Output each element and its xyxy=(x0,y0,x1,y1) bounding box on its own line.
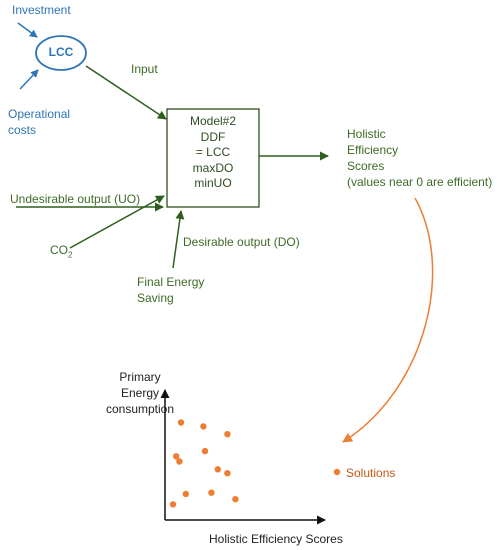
scatter-point-3 xyxy=(224,431,231,438)
scatter-point-8 xyxy=(224,470,231,477)
model-box-line: DDF xyxy=(200,129,226,144)
scatter-point-12 xyxy=(169,501,177,508)
y-axis-label-line2: Energy xyxy=(120,386,160,400)
legend-dot xyxy=(333,468,341,476)
scatter-point-11 xyxy=(232,496,239,503)
scatter-point-10 xyxy=(208,489,215,496)
investment-label: Investment xyxy=(12,3,71,17)
scatter-point-9 xyxy=(182,490,189,498)
holistic-label-line2: Efficiency xyxy=(347,143,399,157)
co2-subscript: 2 xyxy=(68,250,73,260)
model-box-line: Model#2 xyxy=(189,114,237,128)
holistic-label-line1: Holistic xyxy=(347,127,386,141)
scatter-point-4 xyxy=(173,453,180,460)
model-box-line: maxDO xyxy=(192,160,234,175)
undesirable-output-label: Undesirable output (UO) xyxy=(10,192,141,206)
model-box-text: Model#2 DDF = LCC maxDO minUO xyxy=(168,114,258,192)
legend-label: Solutions xyxy=(346,466,396,480)
operational-costs-label-line1: Operational xyxy=(8,107,71,121)
scatter-point-7 xyxy=(214,466,221,473)
co2-arrow xyxy=(69,195,165,249)
scatter-points xyxy=(169,419,239,508)
input-arrow xyxy=(85,65,167,120)
co2-text: CO xyxy=(50,243,68,257)
holistic-label-line4: (values near 0 are efficient) xyxy=(347,175,493,189)
holistic-label-line3: Scores xyxy=(347,159,385,173)
y-axis-label-line3: consumption xyxy=(105,402,175,416)
x-axis-label: Holistic Efficiency Scores xyxy=(209,532,343,546)
lcc-ellipse xyxy=(35,35,87,71)
final-energy-arrow xyxy=(172,210,185,269)
final-energy-label-line2: Saving xyxy=(137,291,174,305)
operational-costs-label-line2: costs xyxy=(8,123,37,137)
input-label: Input xyxy=(131,62,158,76)
final-energy-label-line1: Final Energy xyxy=(137,275,205,289)
scatter-point-1 xyxy=(177,419,185,426)
desirable-output-label: Desirable output (DO) xyxy=(183,235,300,249)
scatter-point-2 xyxy=(200,423,207,430)
y-axis-label-line1: Primary xyxy=(119,370,161,384)
co2-label: CO2 xyxy=(50,242,72,263)
operational-costs-arrow xyxy=(19,69,39,90)
scatter-point-6 xyxy=(201,447,209,455)
scatter-point-5 xyxy=(176,458,183,465)
lcc-label: LCC xyxy=(48,45,74,59)
model-box-line: minUO xyxy=(194,176,232,190)
model-box-line: = LCC xyxy=(195,145,231,159)
model-box xyxy=(166,108,260,208)
investment-arrow xyxy=(17,22,38,38)
results-curve-arrow xyxy=(342,197,434,443)
